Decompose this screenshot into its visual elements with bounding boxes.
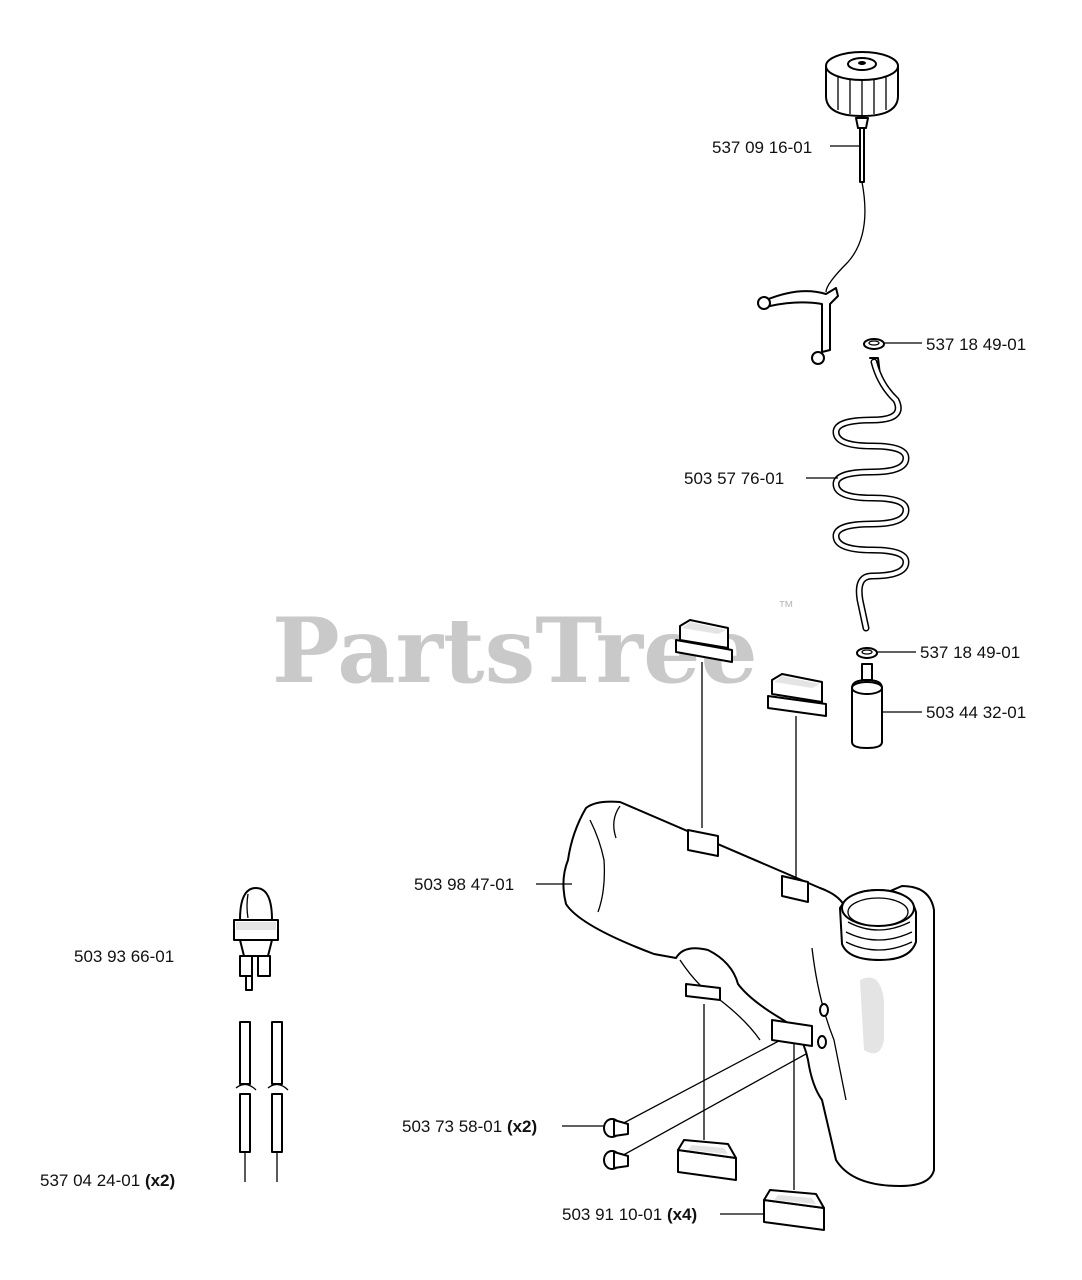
label-gasket-bottom[interactable]: 537 18 49-01	[920, 643, 1020, 662]
label-gasket-top[interactable]: 537 18 49-01	[926, 335, 1026, 354]
label-fuel-hose[interactable]: 503 57 76-01	[684, 469, 784, 488]
damper-block-top-right-icon[interactable]	[767, 673, 827, 717]
gasket-top-icon[interactable]	[863, 338, 885, 350]
fuel-tank-icon[interactable]	[562, 800, 935, 1187]
fuel-cap-icon[interactable]	[757, 51, 899, 365]
damper-block-top-left-icon[interactable]	[675, 619, 733, 663]
watermark-trademark: ™	[778, 599, 794, 616]
label-grommet[interactable]: 503 73 58-01 (x2)	[402, 1117, 537, 1136]
label-fuel-filter[interactable]: 503 44 32-01	[926, 703, 1026, 722]
label-primer-bulb[interactable]: 503 93 66-01	[74, 947, 174, 966]
damper-bottom-right-icon[interactable]	[763, 1189, 825, 1231]
grommet-upper-icon[interactable]	[603, 1118, 629, 1138]
label-fuel-cap[interactable]: 537 09 16-01	[712, 138, 812, 157]
gasket-bottom-icon[interactable]	[856, 647, 878, 659]
primer-bulb-icon[interactable]	[233, 887, 279, 991]
grommet-lower-icon[interactable]	[603, 1150, 629, 1170]
label-fuel-line[interactable]: 537 04 24-01 (x2)	[40, 1171, 175, 1190]
fuel-lines-icon[interactable]	[235, 1021, 289, 1182]
label-vibration-damper[interactable]: 503 91 10-01 (x4)	[562, 1205, 697, 1224]
coiled-hose-icon[interactable]	[832, 357, 910, 632]
fuel-filter-icon[interactable]	[851, 663, 883, 749]
damper-bottom-left-icon[interactable]	[677, 1139, 737, 1181]
label-fuel-tank[interactable]: 503 98 47-01	[414, 875, 514, 894]
